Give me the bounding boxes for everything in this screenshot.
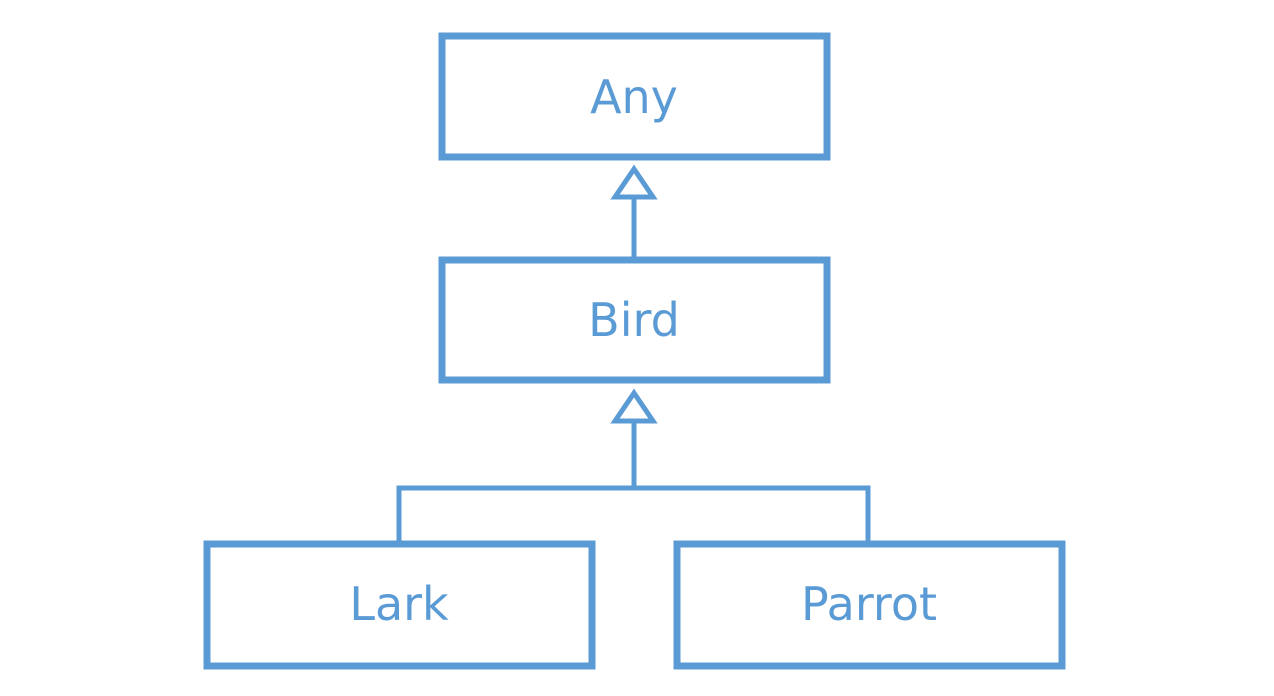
class-label-lark: Lark [349, 577, 449, 631]
class-box-bird [438, 256, 831, 384]
generalization-arrowhead-bird [610, 388, 658, 424]
class-node-any: Any [438, 32, 831, 161]
class-node-bird: Bird [438, 256, 831, 384]
class-label-any: Any [590, 70, 678, 124]
class-box-parrot [673, 540, 1066, 670]
class-box-lark [203, 540, 596, 670]
class-box-any [438, 32, 831, 161]
class-label-bird: Bird [588, 293, 680, 347]
connector-parrot-to-bird [634, 485, 871, 542]
class-node-lark: Lark [203, 540, 596, 670]
connector-lark-to-bird [396, 485, 634, 542]
class-label-parrot: Parrot [801, 577, 937, 631]
generalization-arrowhead-any [610, 164, 658, 200]
class-node-parrot: Parrot [673, 540, 1066, 670]
